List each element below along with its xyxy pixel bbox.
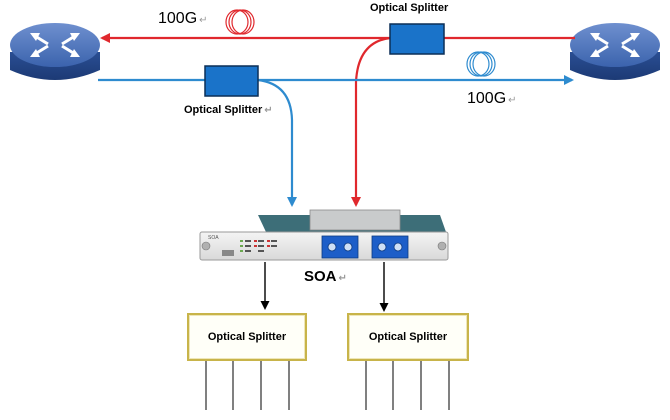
soa-label: SOA↵ xyxy=(304,268,347,285)
red-branch-line xyxy=(351,36,391,207)
right-output-splitter-box: Optical Splitter xyxy=(347,313,469,361)
bottom-speed-label: 100G↵ xyxy=(467,90,517,107)
left-output-fibers xyxy=(205,360,290,410)
top-speed-label: 100G↵ xyxy=(158,10,208,27)
inline-splitter-box xyxy=(204,65,259,97)
left-output-splitter-box: Optical Splitter xyxy=(187,313,307,361)
inline-splitter-label: Optical Splitter↵ xyxy=(184,104,273,116)
left-output-splitter-label: Optical Splitter xyxy=(207,331,287,343)
top-splitter-label: Optical Splitter xyxy=(370,2,449,14)
router-right-icon xyxy=(570,23,660,80)
soa-panel-tag: SOA xyxy=(208,235,219,241)
top-splitter-box xyxy=(389,23,445,55)
soa-card-icon xyxy=(199,209,449,261)
red-fiber-coil-icon xyxy=(225,9,255,35)
right-output-fibers xyxy=(365,360,450,410)
blue-fiber-coil-icon xyxy=(466,51,496,77)
right-output-splitter-label: Optical Splitter xyxy=(368,331,448,343)
blue-branch-line xyxy=(257,78,297,207)
router-left-icon xyxy=(10,23,100,80)
